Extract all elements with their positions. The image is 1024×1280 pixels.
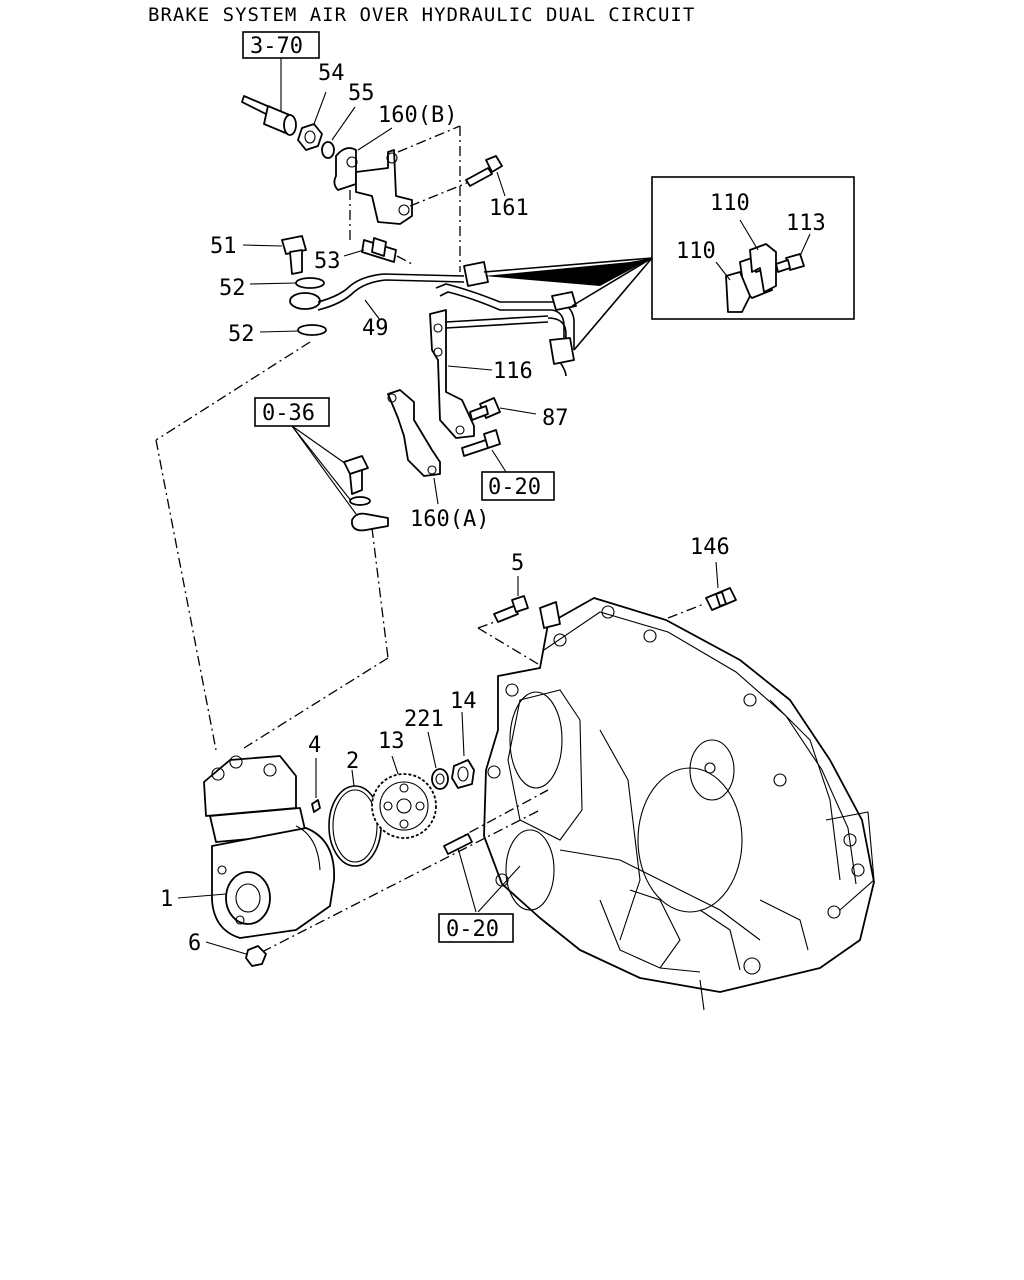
- bracket-160b: [333, 127, 485, 240]
- callout-116: 116: [493, 359, 533, 384]
- ref-box-0-20-lower[interactable]: 0-20: [438, 913, 514, 943]
- callout-52-upper: 52: [219, 276, 246, 301]
- callout-54: 54: [318, 61, 345, 86]
- bolt-87: [469, 397, 537, 421]
- callout-13: 13: [378, 729, 405, 754]
- washer-55: [321, 106, 356, 159]
- nut-14: [451, 711, 475, 789]
- callout-113: 113: [786, 211, 826, 236]
- ref-box-3-70[interactable]: 3-70: [242, 31, 320, 59]
- bracket-116: [429, 309, 493, 439]
- connector-53: [343, 237, 413, 265]
- callout-110-upper: 110: [710, 191, 750, 216]
- ref-3-70-label: 3-70: [250, 34, 303, 59]
- ref-0-36-label: 0-36: [262, 401, 315, 426]
- ref-box-0-36[interactable]: 0-36: [254, 397, 330, 427]
- callout-160a: 160(A): [410, 507, 489, 532]
- bolt-0-20-upper: [461, 429, 507, 473]
- ref-0-20-lower-label: 0-20: [446, 917, 499, 942]
- stud-0-20: [443, 833, 521, 913]
- callout-4: 4: [308, 733, 321, 758]
- ref-0-20-upper-label: 0-20: [488, 475, 541, 500]
- callout-14: 14: [450, 689, 477, 714]
- inset-detail-box: [483, 176, 855, 351]
- gasket-52-upper: [249, 277, 325, 289]
- ref-box-0-20-upper[interactable]: 0-20: [481, 471, 555, 501]
- callout-51: 51: [210, 234, 237, 259]
- callout-1: 1: [160, 887, 173, 912]
- gasket-52-lower: [259, 324, 327, 336]
- nut-6: [205, 941, 267, 967]
- flywheel-housing: [261, 597, 875, 1011]
- clamp-at-pipe: [463, 261, 577, 365]
- o-ring-2: [328, 769, 382, 867]
- callout-55: 55: [348, 81, 375, 106]
- part-fitting-3-70: [241, 58, 297, 136]
- fitting-146: [705, 561, 737, 611]
- callout-52-lower: 52: [228, 322, 255, 347]
- nut-54: [297, 91, 327, 151]
- diagram-title: BRAKE SYSTEM AIR OVER HYDRAULIC DUAL CIR…: [148, 4, 695, 26]
- callout-53: 53: [314, 249, 341, 274]
- callout-2: 2: [346, 749, 359, 774]
- key-4: [311, 758, 321, 813]
- fittings-0-36: [291, 425, 389, 532]
- callout-160b: 160(B): [378, 103, 457, 128]
- union-bolt-51: [242, 235, 307, 275]
- pipe-49: [289, 273, 575, 377]
- air-compressor-1: [177, 755, 335, 939]
- callout-110-lower: 110: [676, 239, 716, 264]
- callout-49: 49: [362, 316, 389, 341]
- callout-161: 161: [489, 196, 529, 221]
- callout-221: 221: [404, 707, 444, 732]
- callout-5: 5: [511, 551, 524, 576]
- bolt-161: [465, 155, 506, 197]
- callout-146: 146: [690, 535, 730, 560]
- bracket-160a: [387, 389, 441, 505]
- callout-87: 87: [542, 406, 569, 431]
- bolt-5: [493, 576, 529, 623]
- washer-221: [427, 731, 449, 790]
- callout-6: 6: [188, 931, 201, 956]
- gear-13: [371, 755, 437, 839]
